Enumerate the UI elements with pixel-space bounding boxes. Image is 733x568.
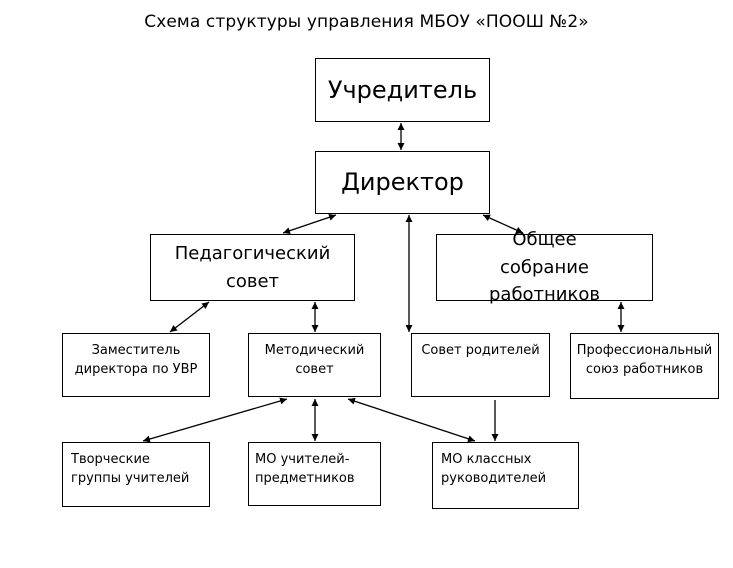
node-trade-union-label: Профессиональный союз работников [576,343,713,377]
node-methodical-council-label: Методический совет [264,343,365,377]
link-ped-council-deputy [169,301,210,333]
node-methodical-council: Методический совет [248,333,381,397]
node-director-label: Директор [341,168,464,197]
node-director: Директор [315,151,490,214]
node-parents-council: Совет родителей [411,333,550,397]
link-method-council-creative-groups [142,397,288,443]
diagram-title: Схема структуры управления МБОУ «ПООШ №2… [144,12,589,32]
node-general-meeting: Общее собрание работников [436,229,653,305]
node-mo-subject-teachers: МО учителей-предметников [248,442,381,506]
node-parents-council-label: Совет родителей [421,343,540,358]
node-creative-groups-label: Творческие группы учителей [71,452,190,486]
node-general-meeting-label: Общее собрание работников [488,228,600,306]
node-pedagogical-council-label: Педагогический совет [174,242,331,292]
node-deputy-director: Заместитель директора по УВР [62,333,210,397]
node-pedagogical-council: Педагогический совет [150,234,355,301]
node-mo-class-teachers: МО классных руководителей [432,442,579,509]
node-mo-class-teachers-label: МО классных руководителей [441,452,547,486]
link-director-ped-council [282,213,337,235]
node-deputy-director-label: Заместитель директора по УВР [74,343,198,377]
node-mo-subject-teachers-label: МО учителей-предметников [255,452,355,486]
node-founder: Учредитель [315,58,490,122]
link-method-council-mo-class [347,397,476,443]
node-founder-label: Учредитель [327,75,478,104]
node-trade-union: Профессиональный союз работников [570,333,719,399]
node-creative-groups: Творческие группы учителей [62,442,210,507]
